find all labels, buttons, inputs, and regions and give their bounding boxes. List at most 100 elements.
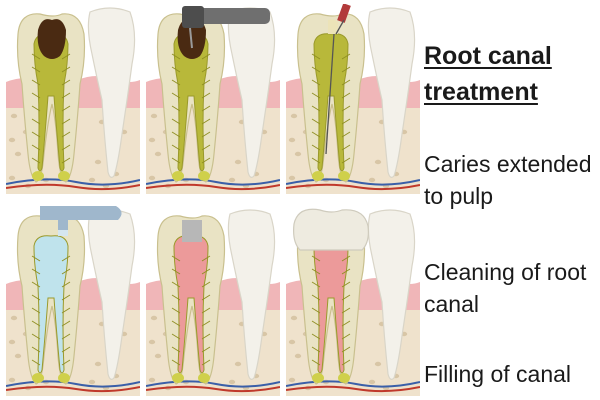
diagram-title: Root canal treatment xyxy=(424,42,552,106)
nerve-fibre xyxy=(31,294,41,301)
nerve-fibre xyxy=(341,53,351,60)
neighbour-tooth xyxy=(367,7,416,178)
drill-handpiece xyxy=(192,8,270,24)
vein-line xyxy=(146,178,280,186)
neighbour-tooth xyxy=(227,7,276,178)
nerve-fibre xyxy=(171,157,181,164)
nerve-fibre xyxy=(61,66,71,73)
nerve-fibre xyxy=(31,255,41,262)
step-filling: Filling of canal xyxy=(424,361,572,387)
nerve-fibre xyxy=(61,320,71,327)
nerve-fibre xyxy=(61,157,71,164)
nerve-fibre xyxy=(311,294,321,301)
bone-spot xyxy=(288,339,296,345)
nerve-fibre xyxy=(61,346,71,353)
bone-spot xyxy=(234,361,242,367)
bone-spot xyxy=(234,159,242,165)
nerve-fibre xyxy=(31,307,41,314)
vein-line xyxy=(6,380,140,388)
nerve-fibre xyxy=(201,346,211,353)
nerve-fibre xyxy=(311,359,321,366)
nerve-fibre xyxy=(341,105,351,112)
nerve-fibre xyxy=(341,131,351,138)
nerve-fibre xyxy=(311,53,321,60)
neighbour-tooth xyxy=(227,209,276,380)
nerve-fibre xyxy=(311,92,321,99)
artery-line xyxy=(146,183,280,191)
bone-spot xyxy=(290,315,298,321)
drill-head xyxy=(182,6,204,28)
nerve-fibre xyxy=(61,333,71,340)
nerve-fibre xyxy=(61,53,71,60)
nerve-fibre xyxy=(31,105,41,112)
root-apex xyxy=(32,171,44,181)
bone-spot xyxy=(14,151,22,157)
bone-spot xyxy=(288,377,296,383)
nerve-fibre xyxy=(61,131,71,138)
nerve-fibre xyxy=(171,79,181,86)
bone-spot xyxy=(94,361,102,367)
nerve-fibre xyxy=(171,320,181,327)
root-apex xyxy=(338,171,350,181)
nerve-fibre xyxy=(341,346,351,353)
step-caries: Caries extended to pulp xyxy=(424,151,592,209)
nerve-fibre xyxy=(31,79,41,86)
bone-spot xyxy=(88,379,96,385)
pulp-canal xyxy=(173,235,209,374)
nerve-fibre xyxy=(171,359,181,366)
nerve-fibre xyxy=(61,281,71,288)
bone-spot xyxy=(148,175,156,181)
nerve-fibre xyxy=(171,294,181,301)
root-apex xyxy=(312,373,324,383)
nerve-fibre xyxy=(171,105,181,112)
nerve-fibre xyxy=(61,359,71,366)
drill-bit xyxy=(189,27,193,49)
bone-spot xyxy=(228,379,236,385)
root-apex xyxy=(58,373,70,383)
nerve-fibre xyxy=(171,307,181,314)
bone-spot xyxy=(368,177,376,183)
artery-line xyxy=(6,183,140,191)
vein-line xyxy=(6,178,140,186)
bone-spot xyxy=(88,177,96,183)
nerve-fibre xyxy=(171,346,181,353)
pulp-canal xyxy=(33,235,69,374)
nerve-fibre xyxy=(311,320,321,327)
panel-irrigation xyxy=(6,206,140,396)
nerve-fibre xyxy=(31,131,41,138)
nerve-fibre xyxy=(311,307,321,314)
nerve-fibre xyxy=(31,92,41,99)
root-apex xyxy=(58,171,70,181)
root-apex xyxy=(172,171,184,181)
bone-spot xyxy=(148,137,156,143)
bone-spot xyxy=(154,151,162,157)
nerve-fibre xyxy=(171,333,181,340)
nerve-fibre xyxy=(31,144,41,151)
pulp-canal xyxy=(173,33,209,172)
bone-spot xyxy=(368,379,376,385)
nerve-fibre xyxy=(201,105,211,112)
nerve-fibre xyxy=(341,157,351,164)
vein-line xyxy=(286,380,420,388)
nerve-fibre xyxy=(311,268,321,275)
artery-line xyxy=(286,385,420,393)
nerve-fibre xyxy=(311,66,321,73)
nerve-fibre xyxy=(31,333,41,340)
bone-spot xyxy=(148,377,156,383)
neighbour-tooth xyxy=(87,209,136,380)
access-opening xyxy=(328,19,338,34)
bone-spot xyxy=(374,159,382,165)
endo-file-handle xyxy=(337,4,351,23)
nerve-fibre xyxy=(171,131,181,138)
nerve-fibre xyxy=(31,118,41,125)
nerve-fibre xyxy=(171,66,181,73)
artery-line xyxy=(6,385,140,393)
nerve-fibre xyxy=(341,294,351,301)
bone-spot xyxy=(150,315,158,321)
nerve-fibre xyxy=(61,307,71,314)
nerve-fibre xyxy=(201,157,211,164)
nerve-fibre xyxy=(311,281,321,288)
nerve-fibre xyxy=(201,281,211,288)
nerve-fibre xyxy=(61,92,71,99)
nerve-fibre xyxy=(31,281,41,288)
